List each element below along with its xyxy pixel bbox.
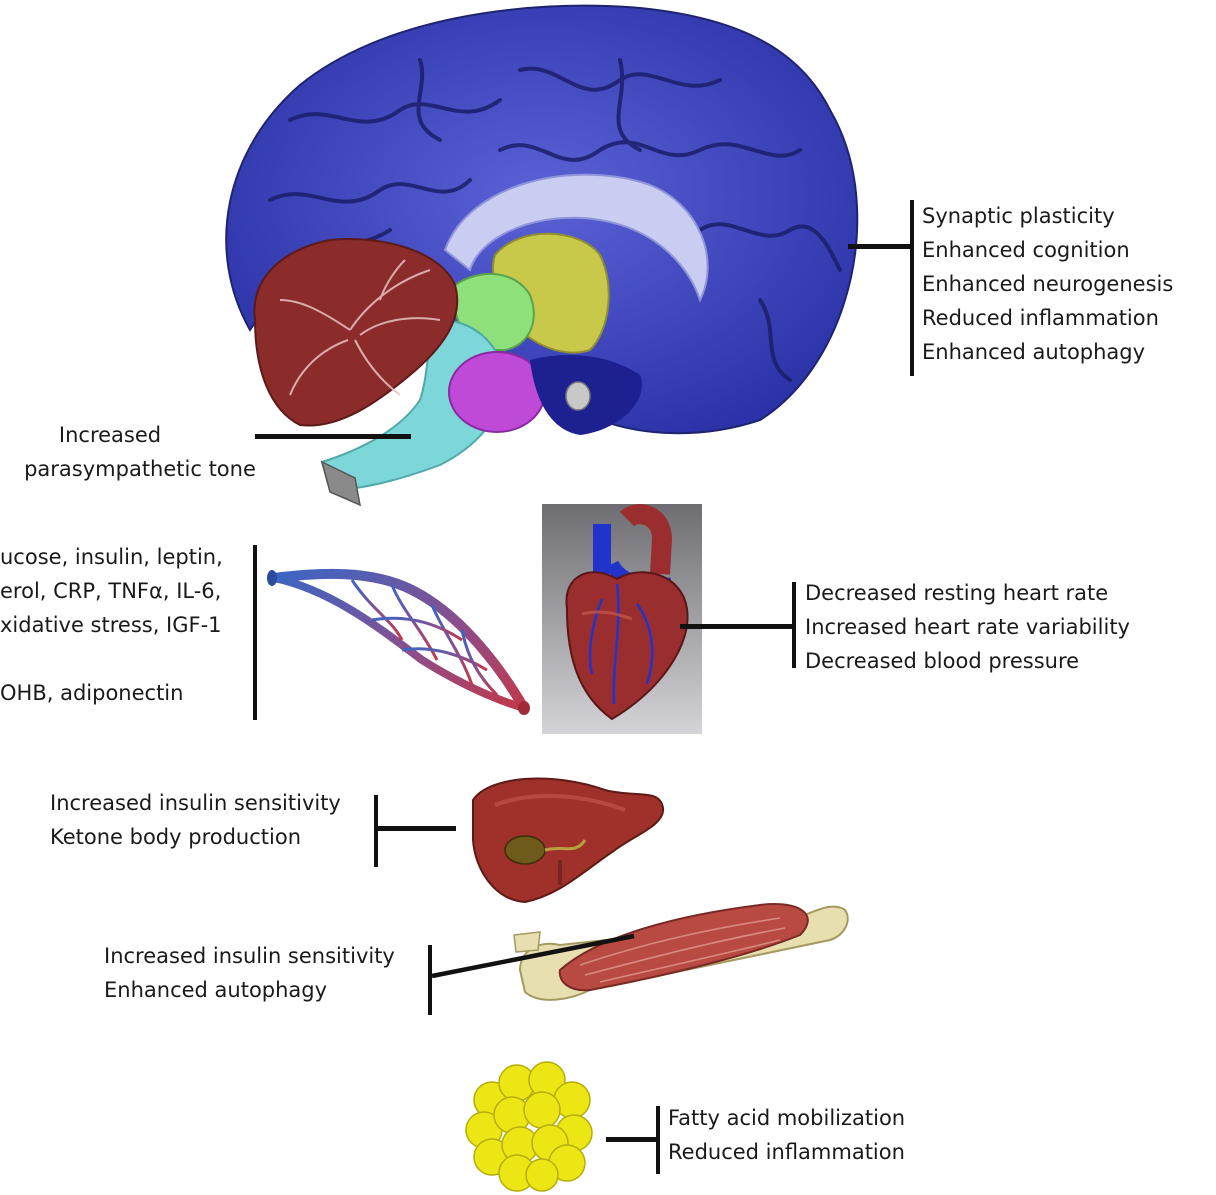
heart-bracket — [792, 582, 796, 668]
brain-effects-list: Synaptic plasticity Enhanced cognition E… — [922, 199, 1173, 369]
adipose-tissue-icon — [462, 1055, 602, 1195]
fat-effects-list: Fatty acid mobilization Reduced inflamma… — [668, 1101, 905, 1169]
fat-connector — [606, 1137, 656, 1142]
fat-effect: Fatty acid mobilization — [668, 1101, 905, 1135]
brain-effect: Reduced inflammation — [922, 301, 1173, 335]
brain-bracket — [910, 200, 914, 376]
blood-effect: erol, CRP, TNFα, IL-6, — [0, 574, 223, 608]
liver-effect: Increased insulin sensitivity — [50, 786, 341, 820]
liver-bracket — [374, 795, 378, 867]
muscle-effect: Increased insulin sensitivity — [104, 939, 395, 973]
muscle-effects-list: Increased insulin sensitivity Enhanced a… — [104, 939, 395, 1007]
heart-effect: Increased heart rate variability — [805, 610, 1130, 644]
muscle-connector — [430, 930, 640, 980]
blood-effect: OHB, adiponectin — [0, 676, 223, 710]
blood-bracket — [253, 545, 257, 720]
brain-effect: Enhanced neurogenesis — [922, 267, 1173, 301]
blood-effect: ucose, insulin, leptin, — [0, 540, 223, 574]
brainstem-effect: Increased — [0, 418, 280, 452]
brainstem-effect: parasympathetic tone — [0, 452, 280, 486]
brainstem-effects-list: Increased parasympathetic tone — [0, 418, 280, 486]
blood-vessel-icon — [262, 560, 542, 720]
heart-effects-list: Decreased resting heart rate Increased h… — [805, 576, 1130, 678]
liver-effect: Ketone body production — [50, 820, 341, 854]
brain-connector — [848, 244, 910, 249]
brain-effect: Enhanced cognition — [922, 233, 1173, 267]
blood-effects-list: ucose, insulin, leptin, erol, CRP, TNFα,… — [0, 540, 223, 710]
brain-effect: Enhanced autophagy — [922, 335, 1173, 369]
heart-effect: Decreased blood pressure — [805, 644, 1130, 678]
heart-icon — [542, 504, 702, 734]
liver-connector — [378, 826, 456, 831]
heart-effect: Decreased resting heart rate — [805, 576, 1130, 610]
blood-effect: xidative stress, IGF-1 — [0, 608, 223, 642]
blood-effect — [0, 642, 223, 676]
fat-bracket — [656, 1106, 660, 1174]
liver-effects-list: Increased insulin sensitivity Ketone bod… — [50, 786, 341, 854]
fat-effect: Reduced inflammation — [668, 1135, 905, 1169]
brain-effect: Synaptic plasticity — [922, 199, 1173, 233]
heart-connector — [680, 624, 792, 629]
muscle-effect: Enhanced autophagy — [104, 973, 395, 1007]
